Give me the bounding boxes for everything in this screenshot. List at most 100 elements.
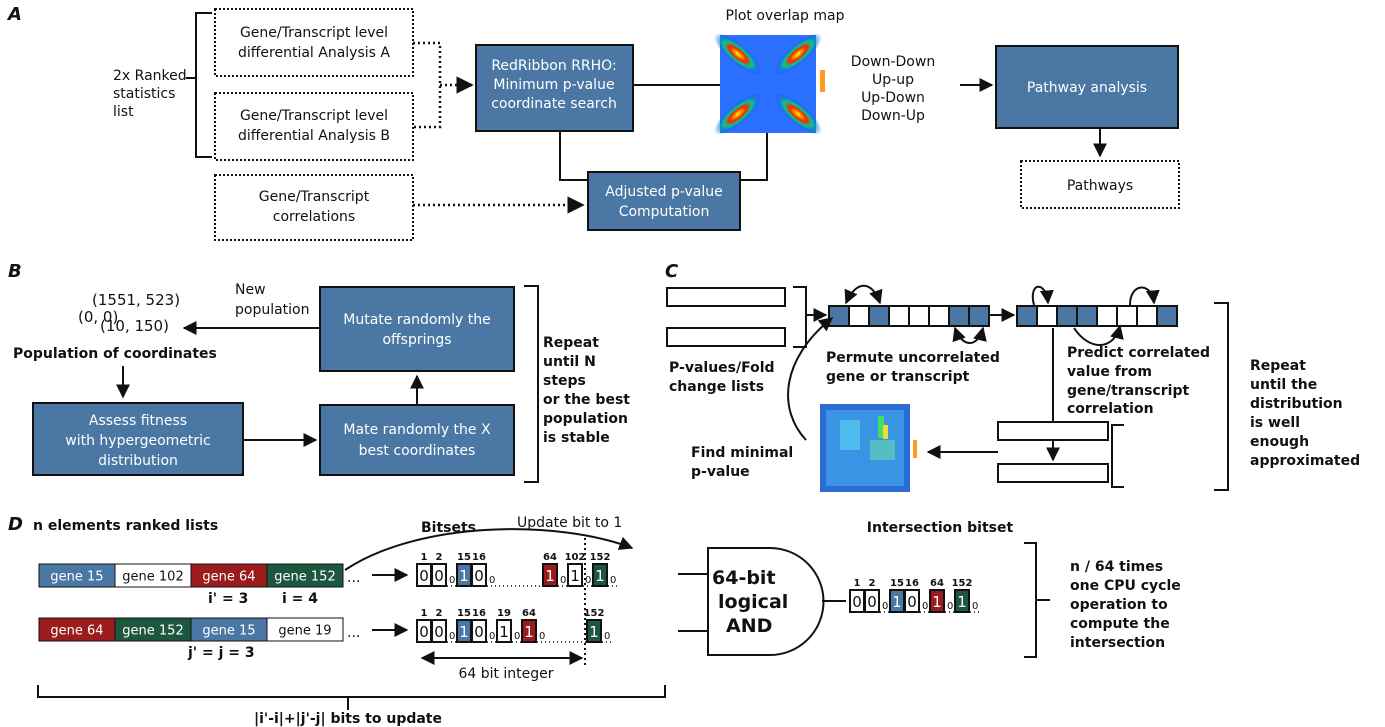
bit-value: 0 <box>434 623 444 641</box>
bit-value: 0 <box>419 623 429 641</box>
panel-d-label: D <box>8 514 23 535</box>
rrho-line: RedRibbon RRHO: <box>491 58 616 74</box>
pathways-box: Pathways <box>1020 160 1180 209</box>
gap-dots: 0 <box>585 575 591 586</box>
gap-dots: 0 <box>882 601 888 612</box>
bit-cell: 1 <box>954 589 970 613</box>
mutate-line: Mutate randomly the <box>343 312 490 328</box>
repeat-c-line: until the <box>1250 377 1317 393</box>
adjusted-line: Adjusted p-value <box>605 184 723 200</box>
predict-line: gene/transcript <box>1067 383 1189 399</box>
direction-item: Down-Down <box>851 54 935 70</box>
result-label: n / 64 times one CPU cycle operation to … <box>1070 559 1181 651</box>
new-population-line: population <box>235 302 310 318</box>
swap-arrow <box>952 326 987 344</box>
direction-list: Down-Down Up-up Up-Down Down-Up <box>851 54 935 124</box>
repeat-c-line: Repeat <box>1250 358 1306 374</box>
bit-cell: 0 <box>864 589 880 613</box>
bit-index: 16 <box>905 578 919 589</box>
result-line: intersection <box>1070 635 1165 651</box>
update-bit-arrow <box>344 528 634 571</box>
pvalue-list-bar <box>666 327 786 347</box>
bit-cell: 0 <box>416 619 432 643</box>
ellipsis: ... <box>347 625 360 641</box>
analysis-b-line: differential Analysis B <box>238 128 390 144</box>
assess-fitness-box: Assess fitness with hypergeometric distr… <box>32 402 244 476</box>
coordinate: (0, 0) <box>78 308 118 326</box>
predict-line: correlation <box>1067 401 1154 417</box>
direction-item: Down-Up <box>861 108 925 124</box>
predict-line: Predict correlated <box>1067 345 1210 361</box>
mutate-line: offsprings <box>382 332 451 348</box>
and-gate: 64-bit logical AND <box>707 547 825 656</box>
find-min-line: Find minimal <box>691 445 793 461</box>
new-list-bar <box>997 421 1109 441</box>
correlations-line: Gene/Transcript <box>259 189 370 205</box>
arrow-heatmap-to-permute <box>787 317 834 441</box>
bit-cell: 1 <box>542 563 558 587</box>
adjusted-line: Computation <box>619 204 710 220</box>
bit-index: 2 <box>436 608 443 619</box>
gene-label: gene 64 <box>202 570 255 585</box>
bit-cell: 1 <box>592 563 608 587</box>
bit-index: 102 <box>565 552 586 563</box>
repeat-c-line: enough <box>1250 434 1309 450</box>
bit-index: 2 <box>869 578 876 589</box>
repeat-b-line: is stable <box>543 430 610 446</box>
pathway-analysis-box: Pathway analysis <box>995 45 1179 129</box>
mate-line: best coordinates <box>359 443 476 459</box>
bit-value: 0 <box>434 567 444 585</box>
analysis-a-line: Gene/Transcript level <box>240 25 388 41</box>
bit-value: 0 <box>852 593 862 611</box>
predict-label: Predict correlated value from gene/trans… <box>1067 345 1210 417</box>
rrho-to-adjusted-connector <box>559 131 588 181</box>
bit-value: 1 <box>459 623 469 641</box>
result-line: compute the <box>1070 616 1170 632</box>
pvalues-line: P-values/Fold <box>669 360 775 376</box>
and-line: logical <box>718 591 788 613</box>
gap-dots: 0 <box>449 631 455 642</box>
and-line: 64-bit <box>712 567 776 589</box>
bit-cell: 1 <box>586 619 602 643</box>
gap-dots: 0 <box>560 575 566 586</box>
bit-value: 0 <box>867 593 877 611</box>
strip-cell <box>1016 305 1038 327</box>
gene-label: gene 15 <box>50 570 103 585</box>
repeat-c-label: Repeat until the distribution is well en… <box>1250 358 1360 469</box>
pvalue-list-bar <box>666 287 786 307</box>
predict-line: value from <box>1067 364 1152 380</box>
strip-cell <box>908 305 930 327</box>
pvalues-line: change lists <box>669 379 764 395</box>
gene-label: gene 152 <box>122 624 183 639</box>
bit-value: 1 <box>957 593 967 611</box>
gap-dots: 0 <box>947 601 953 612</box>
strip-cell <box>968 305 990 327</box>
gene-cell: gene 152 <box>114 617 192 642</box>
gene-cell: gene 152 <box>266 563 344 588</box>
bit-cell: 0 <box>416 563 432 587</box>
swap-arrow <box>844 284 883 305</box>
bit-cell: 0 <box>471 563 487 587</box>
analysis-merge-connector <box>413 41 442 129</box>
ranked-bracket <box>195 12 212 158</box>
gap-dots: 0 <box>972 601 978 612</box>
i-label: i = 4 <box>282 591 318 607</box>
gene-cell: gene 102 <box>114 563 192 588</box>
repeat-bracket-b <box>524 285 539 483</box>
gap-dots: 0 <box>514 631 520 642</box>
bit-value: 0 <box>474 623 484 641</box>
gene-cell: gene 64 <box>190 563 268 588</box>
result-line: n / 64 times <box>1070 559 1163 575</box>
bit-value: 1 <box>570 567 580 585</box>
bit-index: 2 <box>436 552 443 563</box>
bit-value: 0 <box>907 593 917 611</box>
bit-value: 0 <box>419 567 429 585</box>
bit-index: 64 <box>930 578 944 589</box>
ranked-line: list <box>113 104 134 120</box>
bit-index: 1 <box>421 552 428 563</box>
panel-a-label: A <box>6 4 22 25</box>
bit-value: 1 <box>499 623 509 641</box>
